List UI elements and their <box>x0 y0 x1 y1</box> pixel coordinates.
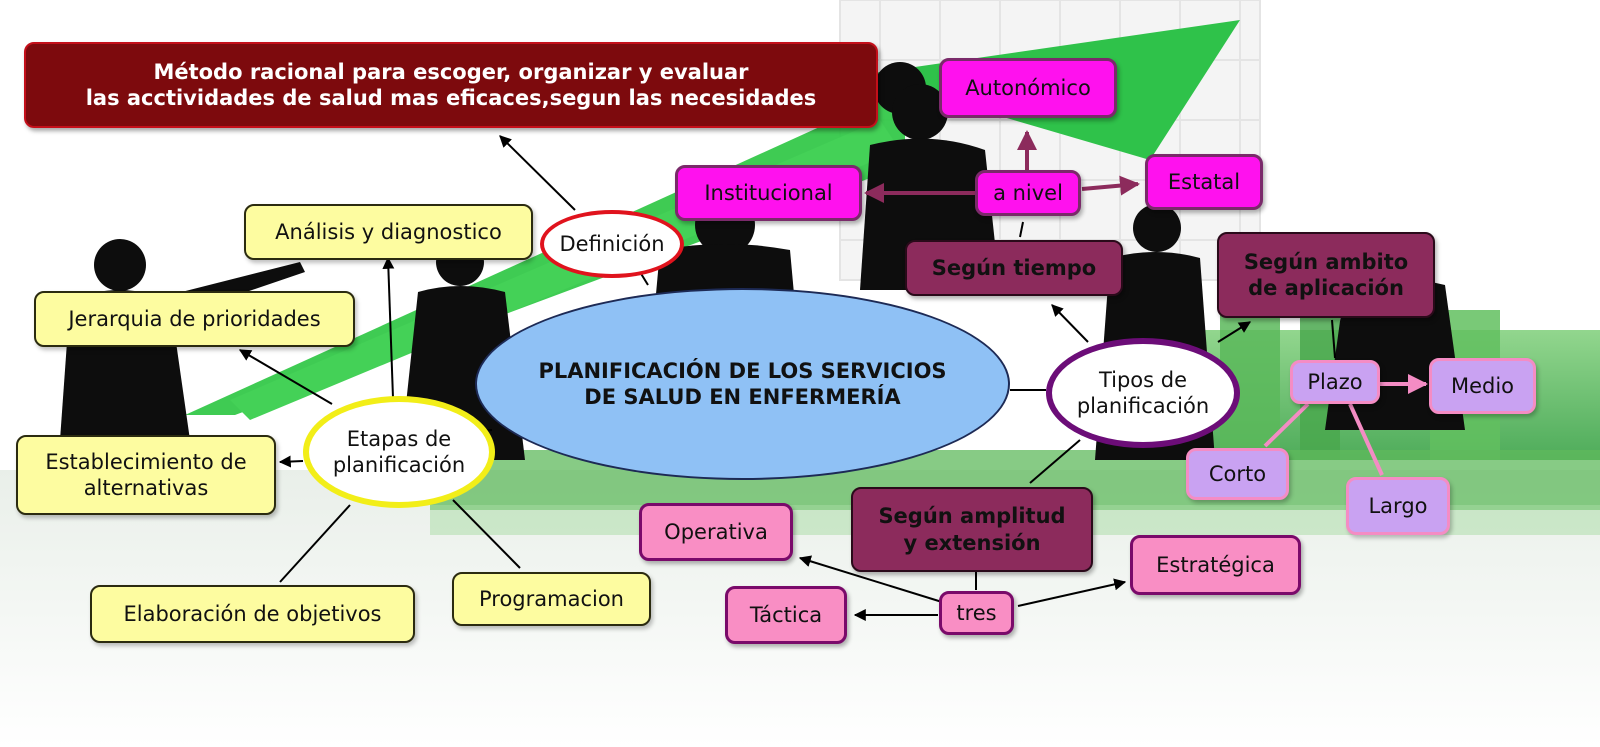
edge-etapas-alternativas <box>278 455 304 468</box>
programacion-box: Programacion <box>452 572 651 626</box>
edge-plazo-largo <box>1348 403 1384 476</box>
medio-box: Medio <box>1429 358 1536 414</box>
estatal-box: Estatal <box>1145 154 1263 210</box>
segun-ambito-box: Según ambito de aplicación <box>1217 232 1435 318</box>
edge-etapas-programacion <box>452 499 521 569</box>
edge-tipos-ambito <box>1217 321 1252 343</box>
corto-box: Corto <box>1186 448 1289 500</box>
edge-tres-estrategica <box>1017 578 1127 607</box>
edge-tiempo-anivel <box>1019 221 1024 238</box>
operativa-box: Operativa <box>639 503 793 561</box>
edge-plazo-corto <box>1263 402 1310 448</box>
a-nivel-box: a nivel <box>975 170 1081 216</box>
autonomico-box: Autonómico <box>939 58 1117 118</box>
tres-box: tres <box>939 591 1014 635</box>
definicion-text-box: Método racional para escoger, organizar … <box>24 42 878 128</box>
alternativas-box: Establecimiento de alternativas <box>16 435 276 515</box>
analisis-box: Análisis y diagnostico <box>244 204 533 260</box>
edge-ambito-plazo <box>1331 319 1336 359</box>
edge-tres-operativa <box>798 555 943 603</box>
tactica-box: Táctica <box>725 586 847 644</box>
objetivos-box: Elaboración de objetivos <box>90 585 415 643</box>
central-topic: PLANIFICACIÓN DE LOS SERVICIOS DE SALUD … <box>475 288 1010 480</box>
edge-definicion-text <box>499 135 576 211</box>
plazo-box: Plazo <box>1290 360 1380 404</box>
estrategica-box: Estratégica <box>1130 535 1301 595</box>
edge-tipos-amplitud <box>1029 439 1081 484</box>
edge-etapas-jerarquia <box>238 349 333 405</box>
tipos-node: Tipos de planificación <box>1046 338 1240 448</box>
etapas-node: Etapas de planificación <box>303 396 495 508</box>
edge-anivel-estatal <box>1081 175 1140 196</box>
institucional-box: Institucional <box>675 165 862 221</box>
definicion-node: Definición <box>540 210 684 278</box>
edge-etapas-analisis <box>382 256 395 399</box>
edge-etapas-objetivos <box>279 504 351 583</box>
largo-box: Largo <box>1346 477 1450 535</box>
segun-tiempo-box: Según tiempo <box>905 240 1123 296</box>
jerarquia-box: Jerarquia de prioridades <box>34 291 355 347</box>
edge-tipos-tiempo <box>1051 304 1089 343</box>
segun-amplitud-box: Según amplitud y extensión <box>851 487 1093 572</box>
